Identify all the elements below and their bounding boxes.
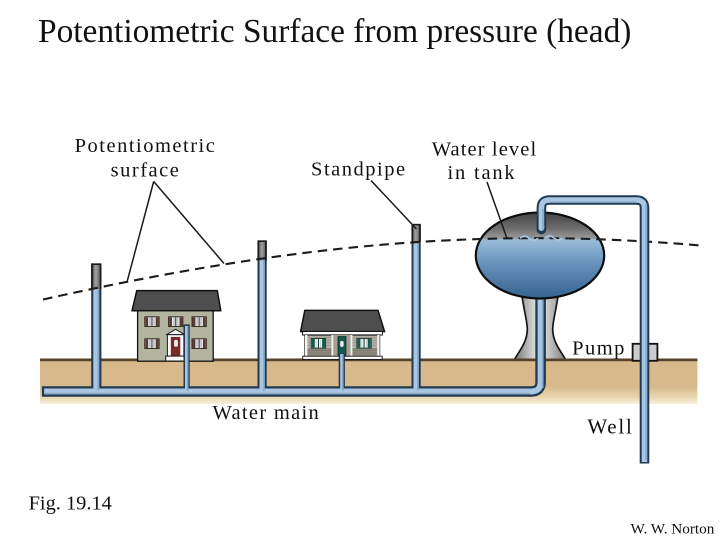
svg-text:Potentiometric: Potentiometric xyxy=(75,135,217,157)
svg-text:Well: Well xyxy=(587,415,633,439)
svg-text:Fig. 19.14: Fig. 19.14 xyxy=(29,493,112,515)
svg-text:surface: surface xyxy=(111,160,181,182)
svg-text:Potentiometric Surface from pr: Potentiometric Surface from pressure (he… xyxy=(38,13,631,50)
svg-text:in tank: in tank xyxy=(448,162,517,184)
svg-text:Standpipe: Standpipe xyxy=(311,158,407,180)
svg-text:Water main: Water main xyxy=(213,402,321,424)
svg-text:Water level: Water level xyxy=(432,139,538,161)
svg-text:Pump: Pump xyxy=(572,337,626,359)
svg-text:W. W. Norton: W. W. Norton xyxy=(631,521,715,538)
